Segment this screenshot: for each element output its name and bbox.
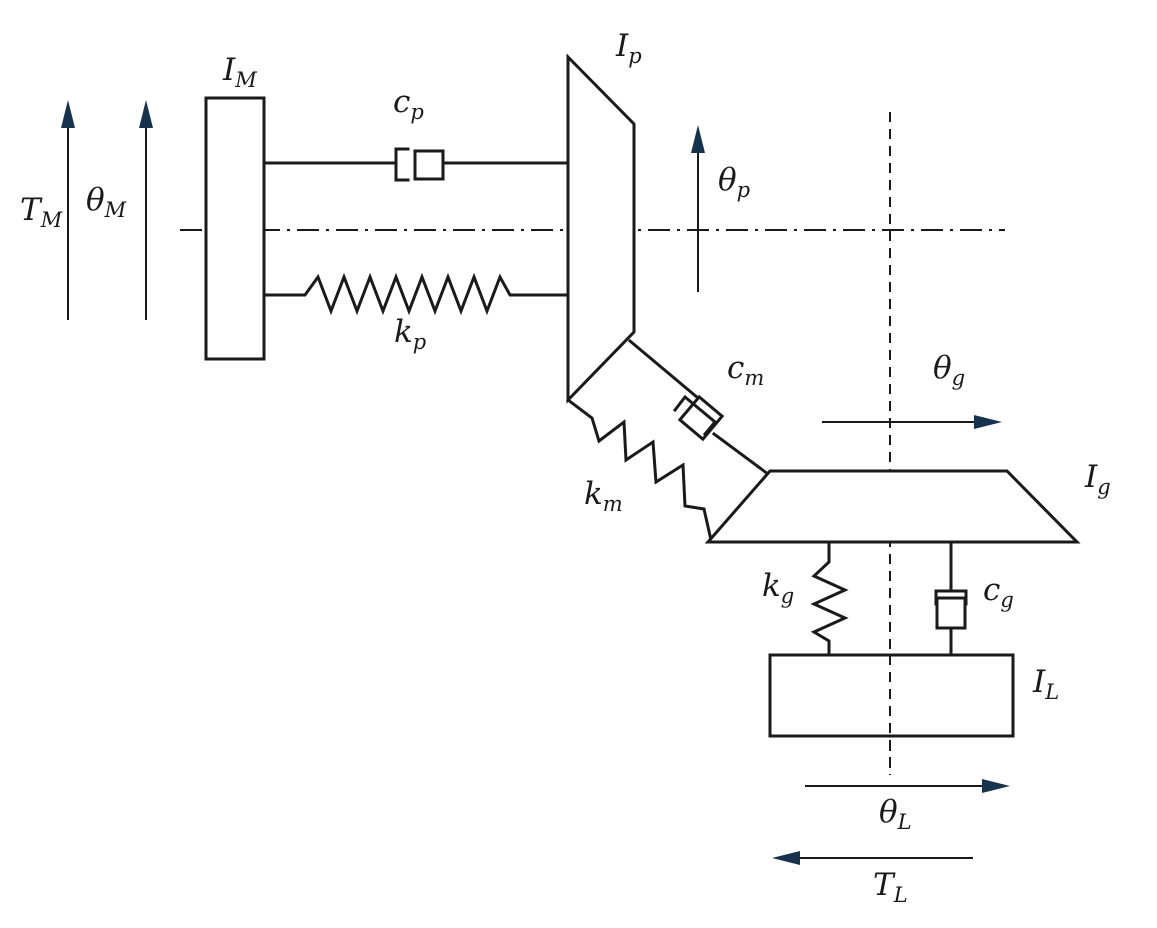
mesh-damper <box>627 338 771 477</box>
pinion-shaft-spring <box>262 272 570 316</box>
gear-shaft-damper <box>934 540 968 657</box>
gear-angle-arrow <box>822 415 1002 429</box>
gear-body <box>704 469 1081 544</box>
label-mesh-stiffness: km <box>584 476 623 516</box>
label-gear-stiffness: kg <box>762 568 794 608</box>
label-mesh-damping: cm <box>727 350 764 390</box>
label-pinion-damping: cp <box>393 84 424 124</box>
label-motor-inertia: IM <box>222 52 257 92</box>
label-pinion-inertia: Ip <box>615 28 642 68</box>
pinion-angle-arrow <box>691 125 705 292</box>
label-gear-angle: θg <box>933 350 965 390</box>
label-motor-torque: TM <box>20 192 63 232</box>
pinion-shaft-damper <box>262 147 570 182</box>
motor-torque-arrow <box>61 100 75 320</box>
label-gear-damping: cg <box>983 572 1014 612</box>
label-load-inertia: IL <box>1032 664 1059 704</box>
load-angle-arrow <box>805 779 1010 793</box>
label-pinion-angle: θp <box>718 162 750 202</box>
pinion-gear-body <box>566 53 636 404</box>
label-motor-angle: θM <box>86 182 127 222</box>
gear-shaft-spring <box>810 540 849 657</box>
label-load-torque: TL <box>873 867 908 907</box>
label-gear-inertia: Ig <box>1084 459 1111 499</box>
label-pinion-stiffness: kp <box>394 314 426 354</box>
label-load-angle: θL <box>879 794 912 834</box>
motor-angle-arrow <box>139 100 153 320</box>
motor-inertia-block <box>204 96 266 361</box>
load-torque-arrow <box>772 851 973 865</box>
load-inertia-block <box>768 653 1015 738</box>
mesh-spring <box>565 397 713 542</box>
